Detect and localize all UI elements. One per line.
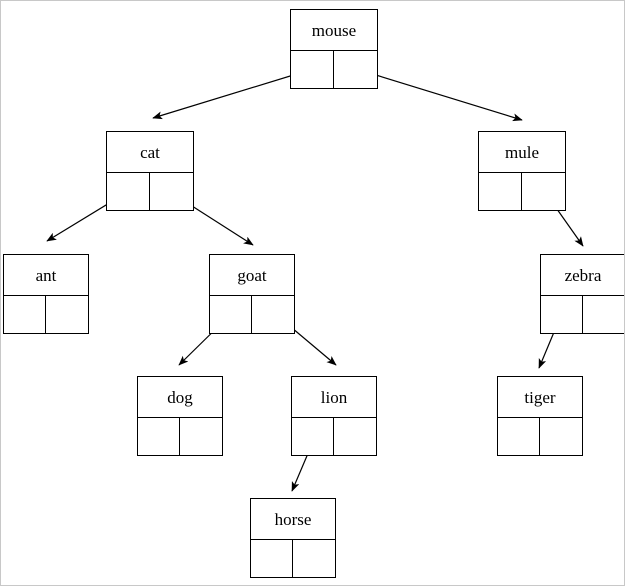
node-left-pointer-goat[interactable] [210,296,252,333]
node-label-lion: lion [292,377,376,418]
node-right-pointer-mouse[interactable] [334,51,377,88]
node-label-mule: mule [479,132,565,173]
node-pointers-tiger [498,418,582,455]
node-pointers-dog [138,418,222,455]
node-left-pointer-tiger[interactable] [498,418,540,455]
node-pointers-mouse [291,51,377,88]
tree-edge-mouse-left-to-cat [152,68,314,120]
node-right-pointer-mule[interactable] [522,173,565,210]
node-left-pointer-ant[interactable] [4,296,46,333]
tree-node-tiger[interactable]: tiger [497,376,583,456]
node-left-pointer-mouse[interactable] [291,51,334,88]
node-right-pointer-tiger[interactable] [540,418,582,455]
node-pointers-goat [210,296,294,333]
node-pointers-ant [4,296,88,333]
node-right-pointer-horse[interactable] [293,540,335,577]
tree-node-zebra[interactable]: zebra [540,254,624,334]
node-pointers-mule [479,173,565,210]
node-pointers-zebra [541,296,624,333]
tree-node-cat[interactable]: cat [106,131,194,211]
node-right-pointer-cat[interactable] [150,173,193,210]
node-left-pointer-mule[interactable] [479,173,522,210]
node-left-pointer-cat[interactable] [107,173,150,210]
node-label-dog: dog [138,377,222,418]
tree-node-mouse[interactable]: mouse [290,9,378,89]
node-pointers-horse [251,540,335,577]
node-right-pointer-goat[interactable] [252,296,294,333]
node-label-cat: cat [107,132,193,173]
tree-node-goat[interactable]: goat [209,254,295,334]
node-label-zebra: zebra [541,255,624,296]
tree-node-lion[interactable]: lion [291,376,377,456]
node-right-pointer-lion[interactable] [334,418,376,455]
node-left-pointer-horse[interactable] [251,540,293,577]
tree-node-dog[interactable]: dog [137,376,223,456]
tree-node-ant[interactable]: ant [3,254,89,334]
tree-edge-mouse-right-to-mule [352,67,523,122]
tree-node-mule[interactable]: mule [478,131,566,211]
node-right-pointer-ant[interactable] [46,296,88,333]
tree-node-horse[interactable]: horse [250,498,336,578]
node-right-pointer-dog[interactable] [180,418,222,455]
node-label-mouse: mouse [291,10,377,51]
node-label-horse: horse [251,499,335,540]
node-label-tiger: tiger [498,377,582,418]
node-pointers-lion [292,418,376,455]
node-right-pointer-zebra[interactable] [583,296,624,333]
node-left-pointer-dog[interactable] [138,418,180,455]
node-left-pointer-lion[interactable] [292,418,334,455]
node-label-ant: ant [4,255,88,296]
node-label-goat: goat [210,255,294,296]
node-pointers-cat [107,173,193,210]
node-left-pointer-zebra[interactable] [541,296,583,333]
